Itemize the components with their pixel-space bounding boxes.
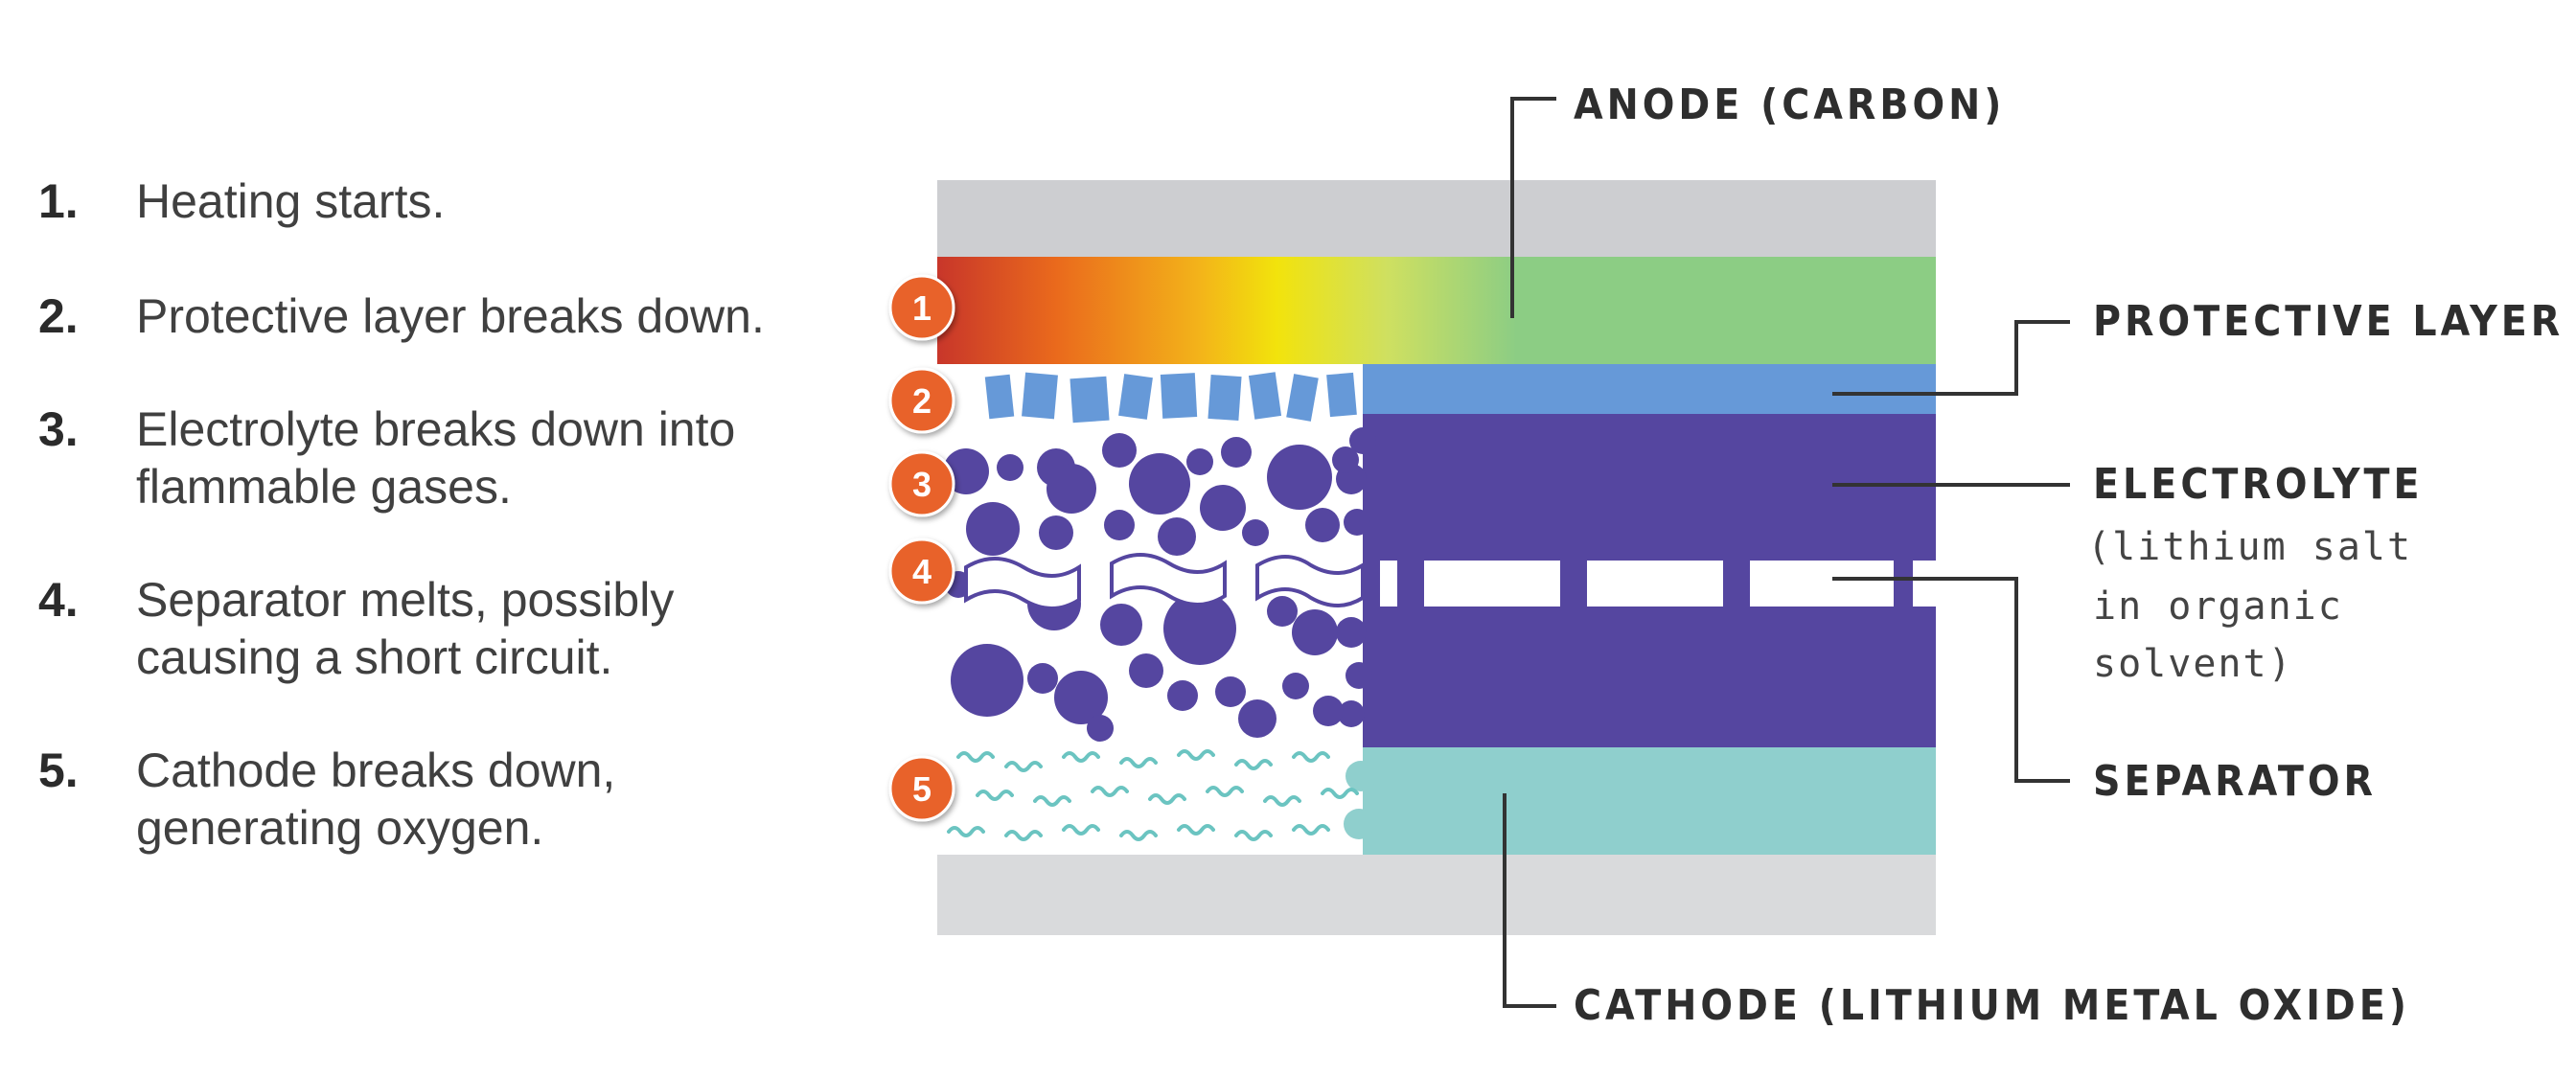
leader-lines <box>1503 97 2070 1008</box>
electrolyte-sublabel-3: solvent) <box>2093 642 2293 686</box>
step-number: 5. <box>38 744 79 797</box>
step-number: 1. <box>38 174 79 228</box>
step-5: 5. Cathode breaks down, generating oxyge… <box>38 742 767 857</box>
marker-label: 1 <box>912 288 932 328</box>
step-list: 1. Heating starts. 2. Protective layer b… <box>38 172 767 857</box>
anode-label: ANODE (CARBON) <box>1574 80 2006 129</box>
step-text: Protective layer breaks down. <box>136 289 765 343</box>
electrolyte-sublabel-2: in organic <box>2093 584 2343 629</box>
step-marker-3: 3 <box>888 450 955 517</box>
electrolyte-label: ELECTROLYTE <box>2093 460 2424 509</box>
gas-bubbles <box>943 433 1359 742</box>
marker-label: 3 <box>912 465 932 504</box>
cathode-label: CATHODE (LITHIUM METAL OXIDE) <box>1574 981 2410 1030</box>
separator-label: SEPARATOR <box>2093 757 2378 806</box>
step-marker-4: 4 <box>888 538 955 605</box>
melted-separator <box>964 553 1365 610</box>
top-casing <box>937 180 1936 257</box>
step-marker-5: 5 <box>888 755 955 822</box>
step-4: 4. Separator melts, possibly causing a s… <box>38 571 767 686</box>
protective-layer <box>1363 364 1936 414</box>
step-2: 2. Protective layer breaks down. <box>38 287 767 345</box>
step-number: 4. <box>38 573 79 627</box>
cathode-layer <box>1363 747 1936 855</box>
protective-layer-label: PROTECTIVE LAYER <box>2093 297 2564 346</box>
step-text: Separator melts, possibly causing a shor… <box>136 573 675 684</box>
step-3: 3. Electrolyte breaks down into flammabl… <box>38 401 767 515</box>
bottom-casing <box>937 855 1936 935</box>
step-text: Heating starts. <box>136 174 446 228</box>
marker-label: 2 <box>912 381 932 421</box>
step-text: Electrolyte breaks down into flammable g… <box>136 402 736 514</box>
oxygen-squiggles <box>947 749 1359 841</box>
step-number: 2. <box>38 289 79 343</box>
separator <box>1380 561 1936 607</box>
marker-label: 5 <box>912 769 932 809</box>
anode-layer <box>937 257 1936 364</box>
step-text: Cathode breaks down, generating oxygen. <box>136 744 616 855</box>
electrolyte-sublabel-1: (lithium salt <box>2087 525 2413 569</box>
step-1: 1. Heating starts. <box>38 172 767 230</box>
protective-fragments <box>984 372 1357 424</box>
breakdown-edge <box>1336 427 1376 839</box>
step-marker-2: 2 <box>888 367 955 434</box>
step-marker-1: 1 <box>888 274 955 341</box>
step-number: 3. <box>38 402 79 456</box>
marker-label: 4 <box>912 552 932 591</box>
